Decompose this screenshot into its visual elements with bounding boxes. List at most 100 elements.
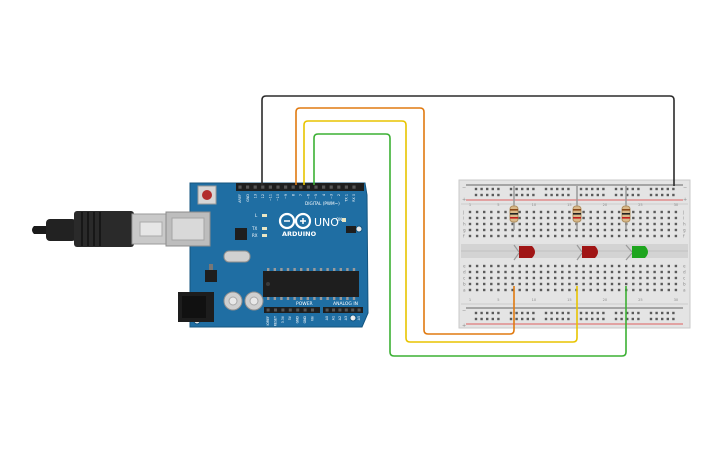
resistor-3[interactable]	[621, 186, 631, 230]
power-pin-socket[interactable]	[274, 308, 277, 312]
digital-pin-socket[interactable]	[291, 185, 295, 189]
capacitor-2	[244, 291, 264, 311]
row-label: h	[683, 222, 686, 227]
l-label: L	[255, 213, 258, 218]
analog-pin-label: A1	[331, 316, 335, 320]
digital-pin-socket[interactable]	[276, 185, 280, 189]
atmega-microcontroller	[263, 268, 359, 300]
wire-ground[interactable]	[261, 95, 675, 186]
digital-pin-socket[interactable]	[246, 185, 250, 189]
row-label: f	[683, 234, 685, 239]
row-label: f	[463, 234, 465, 239]
power-pin-label: RESET	[273, 316, 277, 326]
analog-pin-socket[interactable]	[325, 308, 329, 312]
row-label: h	[463, 222, 466, 227]
digital-pin-socket[interactable]	[322, 185, 326, 189]
power-header	[264, 307, 320, 313]
usb-cable[interactable]	[32, 211, 169, 247]
digital-pin-socket[interactable]	[238, 185, 242, 189]
row-label: b	[463, 282, 466, 287]
led-green[interactable]	[625, 244, 648, 261]
digital-pin-label: ~10	[276, 194, 280, 201]
wire-green[interactable]	[313, 133, 627, 357]
power-pin-socket[interactable]	[303, 308, 307, 312]
digital-pin-label: 8	[291, 194, 295, 196]
analog-pin-socket[interactable]	[357, 308, 361, 312]
on-led	[342, 218, 346, 222]
digital-pin-label: 13	[253, 194, 257, 198]
analog-header-label: ANALOG IN	[333, 301, 358, 307]
tx-led	[262, 227, 267, 230]
power-pin-socket[interactable]	[266, 308, 270, 312]
row-label: e	[463, 264, 466, 269]
digital-pin-label: ~9	[284, 194, 288, 199]
analog-header	[323, 307, 363, 313]
digital-pin-socket[interactable]	[268, 185, 272, 189]
digital-pin-socket[interactable]	[314, 185, 318, 189]
column-number: 20	[603, 203, 608, 207]
digital-pin-label: ~6	[307, 194, 311, 199]
digital-pin-socket[interactable]	[284, 185, 288, 189]
row-label: b	[683, 282, 686, 287]
rx-led	[262, 234, 267, 237]
digital-pin-label: GND	[246, 194, 250, 202]
digital-pin-socket[interactable]	[261, 185, 265, 189]
row-label: c	[463, 276, 466, 281]
column-number: 15	[567, 298, 572, 302]
digital-pin-socket[interactable]	[337, 185, 341, 189]
power-pin-socket[interactable]	[311, 308, 314, 312]
power-pin-socket[interactable]	[296, 308, 300, 312]
resistor-2[interactable]	[572, 186, 582, 230]
wire-yellow[interactable]	[303, 120, 578, 343]
column-number: 30	[674, 298, 679, 302]
column-number: 10	[532, 203, 537, 207]
analog-pin-socket[interactable]	[344, 308, 348, 312]
bottom-rail-plus-label: +	[462, 323, 466, 329]
arduino-logo	[278, 212, 312, 230]
l-led	[262, 214, 267, 217]
column-number: 10	[532, 298, 537, 302]
analog-pin-label: A3	[344, 316, 348, 320]
column-number: 1	[469, 203, 471, 207]
analog-pin-socket[interactable]	[351, 308, 355, 312]
digital-pin-socket[interactable]	[299, 185, 303, 189]
digital-pin-socket[interactable]	[352, 185, 356, 189]
brand-label: ARDUINO	[282, 230, 317, 238]
crystal-oscillator	[223, 250, 251, 263]
digital-pin-socket[interactable]	[344, 185, 348, 189]
digital-pin-socket[interactable]	[306, 185, 310, 189]
led-red-1[interactable]	[513, 244, 535, 261]
column-number: 15	[567, 203, 572, 207]
analog-pin-label: A2	[338, 316, 342, 320]
usb-interface-chip	[235, 228, 247, 240]
on-label: ON	[336, 217, 342, 222]
row-label: g	[463, 228, 466, 233]
voltage-regulator	[205, 270, 217, 282]
wire-orange[interactable]	[295, 107, 515, 335]
resistor-1[interactable]	[509, 186, 519, 230]
power-pin-label: GND	[303, 315, 307, 323]
digital-pin-socket[interactable]	[253, 185, 257, 189]
digital-pin-label: ~11	[269, 194, 273, 201]
analog-pin-label: A4	[351, 316, 355, 320]
digital-pin-label: 2	[337, 194, 341, 196]
row-label: g	[683, 228, 686, 233]
row-label: j	[462, 210, 464, 215]
analog-pin-socket[interactable]	[338, 308, 342, 312]
analog-pin-socket[interactable]	[332, 308, 335, 312]
power-pin-label: GND	[296, 315, 300, 323]
digital-header-label: DIGITAL (PWM~)	[305, 201, 340, 206]
power-pin-socket[interactable]	[281, 308, 285, 312]
row-label: d	[683, 270, 686, 275]
top-rail-minus-label-right: −	[683, 185, 687, 191]
led-red-2[interactable]	[576, 244, 598, 261]
digital-pin-socket[interactable]	[329, 185, 333, 189]
row-label: e	[683, 264, 686, 269]
power-pin-socket[interactable]	[288, 308, 292, 312]
rx-label: RX	[252, 233, 258, 238]
digital-pin-label: RX 0	[352, 194, 356, 202]
